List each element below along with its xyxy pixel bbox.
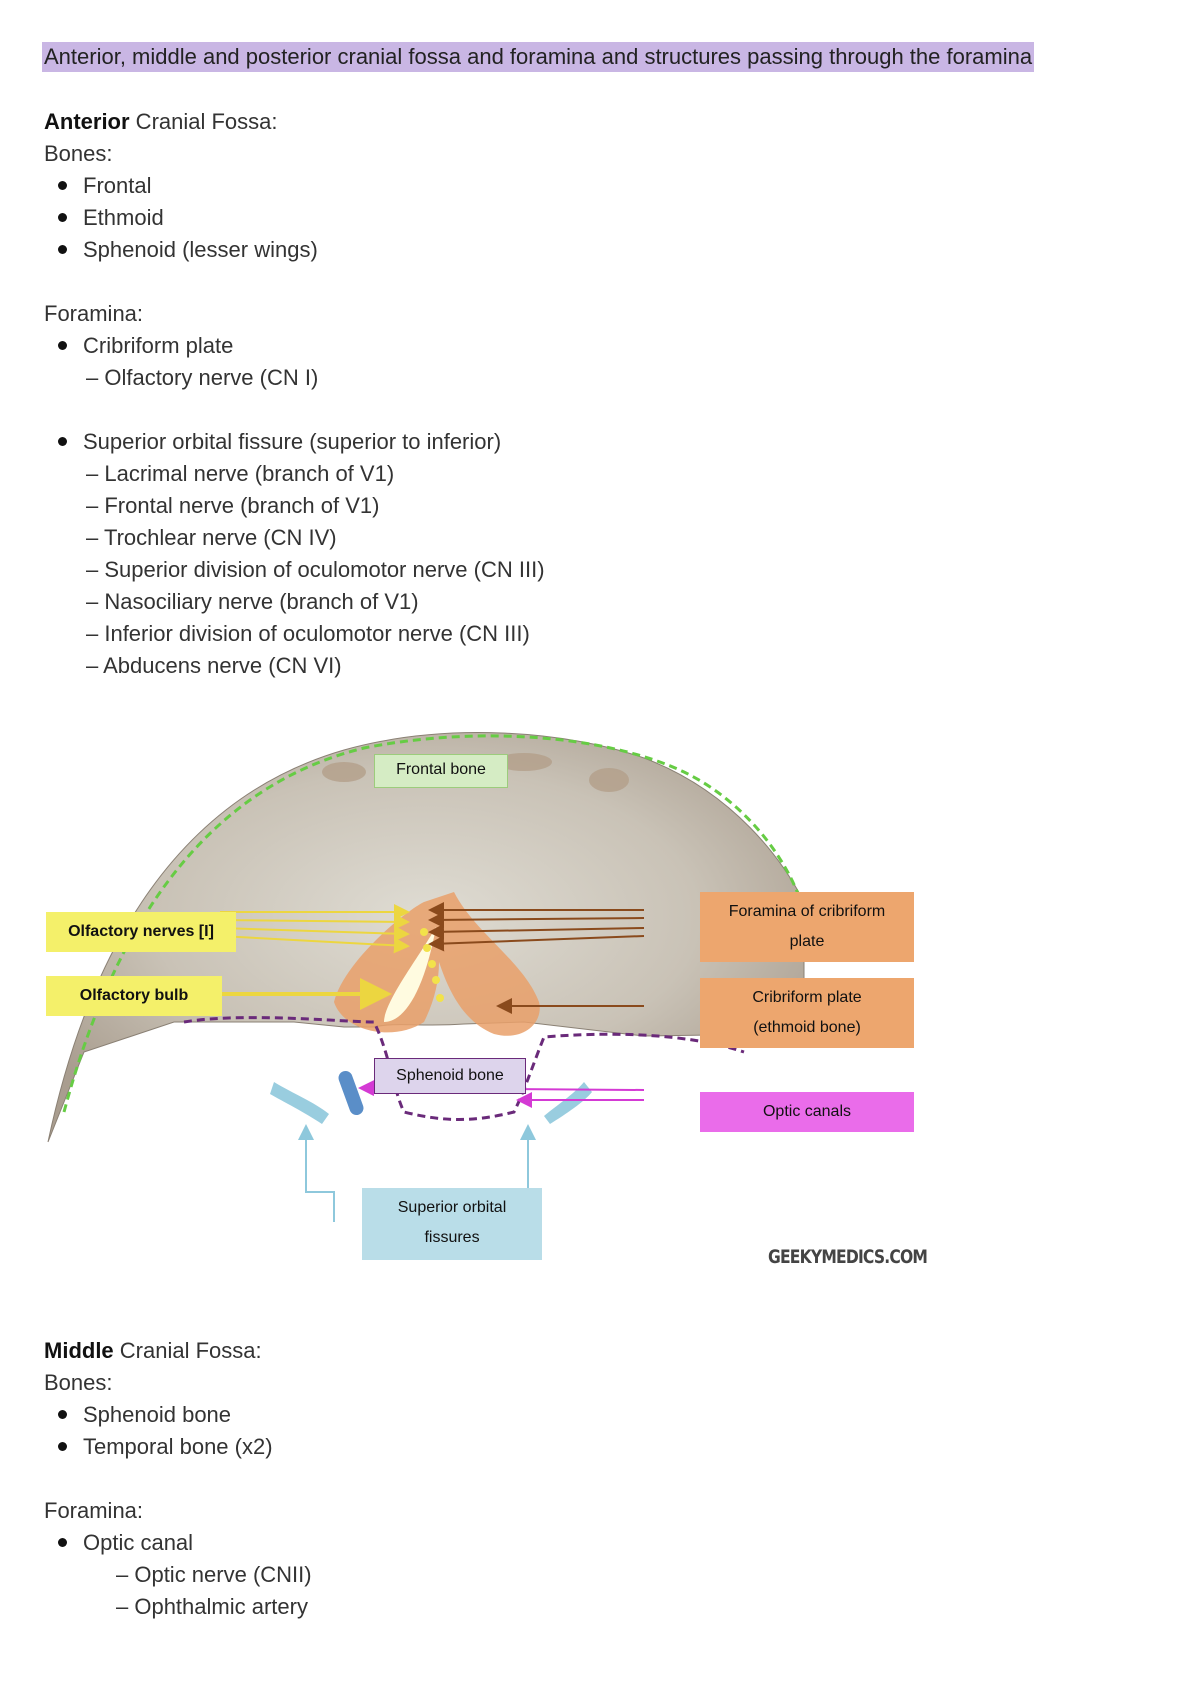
middle-heading-bold: Middle [44,1338,114,1363]
cribriform-plate-line-2: (ethmoid bone) [753,1019,861,1036]
foramina-cribriform-line-1: Foramina of cribriform [728,903,886,920]
bullet-text: Superior orbital fissure (superior to in… [83,429,502,454]
anterior-heading: Anterior Cranial Fossa: [44,107,278,137]
sub-item: – Abducens nerve (CN VI) [86,653,342,678]
anterior-heading-bold: Anterior [44,109,130,134]
bullet-icon [58,1409,67,1419]
sub-item: – Optic nerve (CNII) [116,1562,312,1587]
bullet-text: Sphenoid (lesser wings) [83,237,318,262]
left-sof-shape [270,1082,329,1124]
sof-label-line-2: fissures [424,1229,480,1246]
olfactory-bulb-label: Olfactory bulb [46,976,222,1016]
optic-canal-marker [338,1070,364,1116]
sof-label-line-1: Superior orbital [397,1199,507,1216]
list-item: Temporal bone (x2) [58,1432,273,1462]
sub-item: – Superior division of oculomotor nerve … [86,557,545,582]
anterior-cranial-fossa-diagram: Frontal bone Olfactory nerves [I] Olfact… [44,722,944,1282]
bullet-icon [58,436,67,446]
anterior-heading-rest: Cranial Fossa: [129,109,278,134]
list-item: Sphenoid (lesser wings) [58,235,318,265]
bullet-text: Sphenoid bone [83,1402,232,1427]
bullet-text: Temporal bone (x2) [83,1434,273,1459]
sub-item: – Nasociliary nerve (branch of V1) [86,589,419,614]
bullet-icon [58,180,67,190]
list-item: Sphenoid bone [58,1400,231,1430]
list-item: Ethmoid [58,203,164,233]
anterior-foramina-label: Foramina: [44,301,144,326]
foramina-cribriform-label: Foramina of cribriform plate [700,892,914,962]
bullet-icon [58,340,67,350]
cribriform-plate-line-1: Cribriform plate [752,989,862,1006]
sub-item: – Lacrimal nerve (branch of V1) [86,461,395,486]
frontal-bone-label: Frontal bone [374,754,508,788]
bullet-text: Optic canal [83,1530,194,1555]
sub-item: – Olfactory nerve (CN I) [86,365,319,390]
page-title: Anterior, middle and posterior cranial f… [42,42,1035,72]
sub-item: – Frontal nerve (branch of V1) [86,493,380,518]
sub-item: – Trochlear nerve (CN IV) [86,525,337,550]
bullet-icon [58,1537,67,1547]
sphenoid-bone-label: Sphenoid bone [374,1058,526,1094]
bullet-icon [58,244,67,254]
list-item: Cribriform plate [58,331,233,361]
list-item: Frontal [58,171,151,201]
cribriform-plate-label: Cribriform plate (ethmoid bone) [700,978,914,1048]
bullet-icon [58,212,67,222]
anterior-bones-label: Bones: [44,141,113,166]
list-item: Optic canal [58,1528,193,1558]
middle-bones-label: Bones: [44,1370,113,1395]
crista-galli-shape [384,927,436,1022]
bullet-text: Cribriform plate [83,333,234,358]
middle-foramina-label: Foramina: [44,1498,144,1523]
bullet-icon [58,1441,67,1451]
sphenoid-bone-outline [183,1016,745,1121]
olfactory-nerves-label: Olfactory nerves [I] [46,912,236,952]
list-item: Superior orbital fissure (superior to in… [58,427,501,457]
right-sof-shape [544,1082,592,1124]
middle-heading-rest: Cranial Fossa: [113,1338,262,1363]
sub-item: – Inferior division of oculomotor nerve … [86,621,530,646]
bullet-text: Ethmoid [83,205,164,230]
sub-item: – Ophthalmic artery [116,1594,308,1619]
optic-canals-label: Optic canals [700,1092,914,1132]
sof-label: Superior orbital fissures [362,1188,542,1260]
foramina-cribriform-line-2: plate [789,933,825,950]
watermark: GEEKYMEDICS.COM [768,1246,928,1268]
middle-heading: Middle Cranial Fossa: [44,1336,262,1366]
bullet-text: Frontal [83,173,152,198]
